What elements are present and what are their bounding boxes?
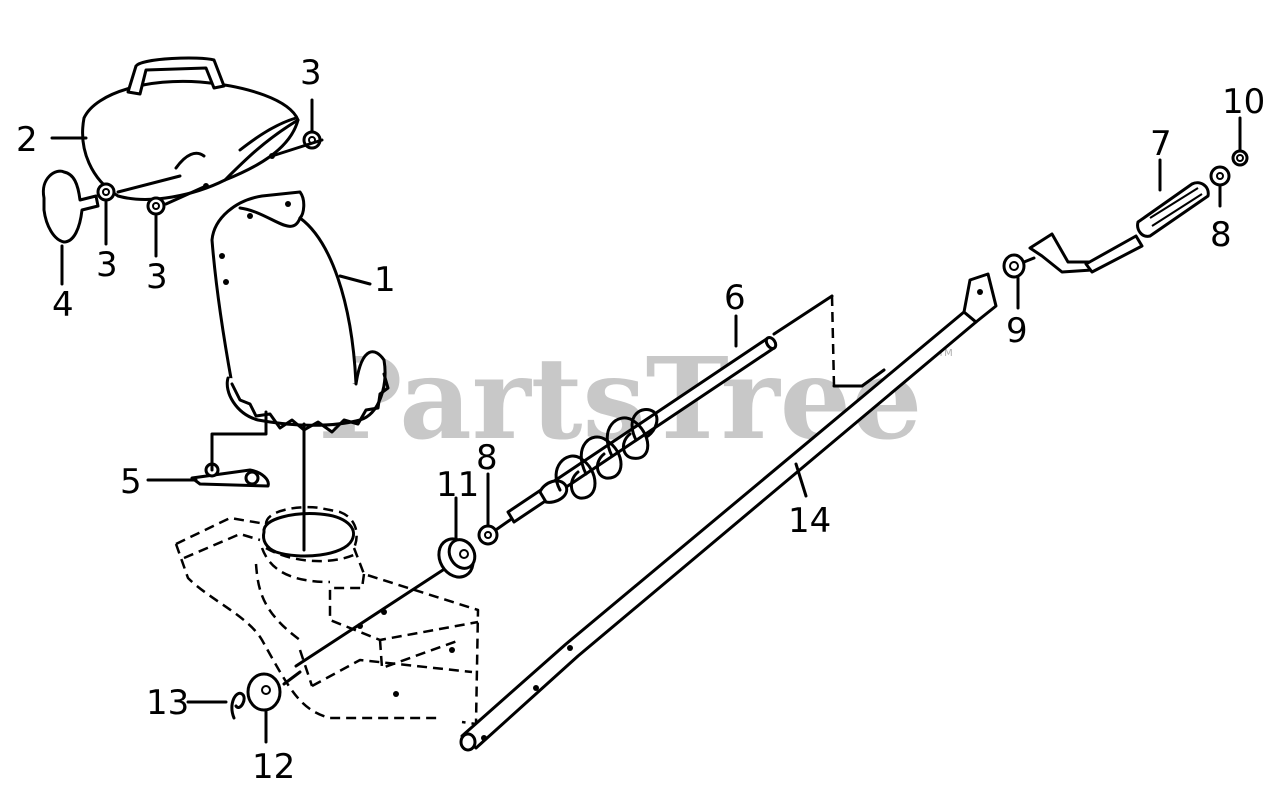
callout-5: 5	[120, 462, 142, 502]
part-7-grip	[1136, 181, 1210, 238]
callout-3-left: 3	[96, 245, 118, 285]
part-14-crank-rod	[459, 272, 998, 752]
part-11-pulley	[437, 537, 477, 579]
part-1-chute	[210, 190, 390, 434]
part-4-knob	[41, 169, 100, 244]
callout-11: 11	[436, 465, 479, 505]
part-8-washer-lower	[477, 524, 499, 546]
callout-14: 14	[788, 501, 831, 541]
callout-7: 7	[1150, 124, 1172, 164]
part-2-deflector	[81, 56, 300, 201]
part-6-auger-shaft	[506, 336, 778, 524]
housing-outline	[174, 505, 480, 726]
callouts: 1 2 3 3 3 4 5 6 7 8 8 9 10 11 12 13 14	[16, 53, 1265, 787]
part-9-bushing	[1002, 253, 1036, 279]
callout-6: 6	[724, 278, 746, 318]
callout-9: 9	[1006, 311, 1028, 351]
crank-handle	[1028, 232, 1144, 274]
callout-3-middle: 3	[146, 257, 168, 297]
leader-lines	[50, 98, 1242, 744]
shaft-connector	[772, 294, 886, 388]
part-10-nut	[1231, 149, 1249, 167]
callout-13: 13	[146, 683, 189, 723]
callout-2: 2	[16, 120, 38, 160]
part-5-clip	[190, 462, 270, 488]
part-8-washer-upper	[1209, 165, 1231, 187]
callout-4: 4	[52, 285, 74, 325]
callout-3-top: 3	[300, 53, 322, 93]
watermark-trademark: TM	[937, 348, 953, 359]
callout-10: 10	[1222, 82, 1265, 122]
callout-1: 1	[374, 260, 396, 300]
callout-8-upper: 8	[1210, 215, 1232, 255]
part-12-washer	[246, 672, 282, 712]
callout-12: 12	[252, 747, 295, 787]
callout-8-lower: 8	[476, 438, 498, 478]
part-13-hairpin	[230, 691, 246, 720]
